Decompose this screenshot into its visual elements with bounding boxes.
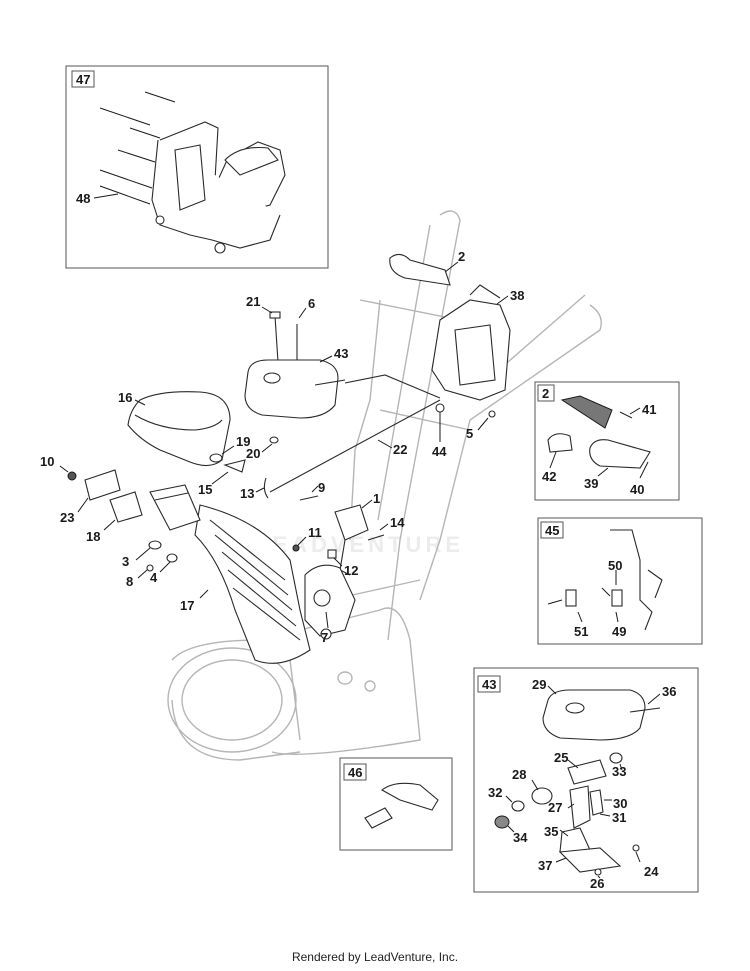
callout-41: 41 xyxy=(642,402,656,417)
small-parts-14-11-12: 14 11 12 xyxy=(292,515,405,578)
callout-24: 24 xyxy=(644,864,659,879)
callout-19: 19 xyxy=(236,434,250,449)
watermark-text: LEADVENTURE xyxy=(255,532,464,557)
callout-7: 7 xyxy=(321,630,328,645)
inset-43: 43 29 36 25 33 28 27 30 31 32 34 35 xyxy=(473,667,699,893)
callout-25: 25 xyxy=(554,750,568,765)
callout-28: 28 xyxy=(512,767,526,782)
callout-1: 1 xyxy=(373,491,380,506)
inset-43-frame xyxy=(473,667,699,893)
callout-27: 27 xyxy=(548,800,562,815)
inset-45-frame xyxy=(537,517,703,645)
callout-37: 37 xyxy=(538,858,552,873)
chute-head xyxy=(149,484,201,531)
callout-49: 49 xyxy=(612,624,626,639)
inset-47: 47 48 xyxy=(65,65,329,269)
inset-2-label: 2 xyxy=(542,386,549,401)
lever-2: 2 xyxy=(389,249,465,286)
gear-housing-7: 7 xyxy=(304,564,356,645)
small-parts-13-9: 13 9 xyxy=(240,477,325,501)
inset-47-frame xyxy=(65,65,329,269)
callout-33: 33 xyxy=(612,764,626,779)
callout-40: 40 xyxy=(630,482,644,497)
callout-38: 38 xyxy=(510,288,524,303)
housing-ghost xyxy=(167,607,421,761)
callout-14: 14 xyxy=(390,515,405,530)
callout-18: 18 xyxy=(86,529,100,544)
inset-46-frame xyxy=(339,757,453,851)
callout-22: 22 xyxy=(393,442,407,457)
callout-36: 36 xyxy=(662,684,676,699)
callout-12: 12 xyxy=(344,563,358,578)
callout-16: 16 xyxy=(118,390,132,405)
callout-4: 4 xyxy=(150,570,158,585)
inset-2: 2 41 42 39 40 xyxy=(534,381,680,501)
screws-48 xyxy=(99,91,176,205)
callout-31: 31 xyxy=(612,810,626,825)
callout-39: 39 xyxy=(584,476,598,491)
small-parts-3-8-4: 3 8 4 xyxy=(122,540,178,589)
inset-2-frame xyxy=(534,381,680,501)
callout-9: 9 xyxy=(318,480,325,495)
footer-credit: Rendered by LeadVenture, Inc. xyxy=(291,950,459,964)
inset-46: 46 xyxy=(339,757,453,851)
screws-21-6: 21 6 xyxy=(246,294,315,363)
callout-42: 42 xyxy=(542,469,556,484)
handle-frame-ghost xyxy=(329,210,602,641)
callout-11: 11 xyxy=(308,525,322,540)
callout-13: 13 xyxy=(240,486,254,501)
callout-10: 10 xyxy=(40,454,54,469)
small-parts-10-23-18: 10 23 18 xyxy=(40,454,143,544)
cable-22: 22 xyxy=(269,374,441,493)
callout-44: 44 xyxy=(432,444,447,459)
callout-32: 32 xyxy=(488,785,502,800)
callout-15: 15 xyxy=(198,482,212,497)
callout-43: 43 xyxy=(334,346,348,361)
callout-17: 17 xyxy=(180,598,194,613)
chute-17: 17 xyxy=(180,504,311,664)
small-parts-44-5: 44 5 xyxy=(432,403,496,459)
callout-26: 26 xyxy=(590,876,604,891)
callout-30: 30 xyxy=(613,796,627,811)
callout-35: 35 xyxy=(544,824,558,839)
callout-5: 5 xyxy=(466,426,473,441)
callout-21: 21 xyxy=(246,294,260,309)
control-housing-38: 38 xyxy=(431,284,524,401)
inset-47-label: 47 xyxy=(76,72,90,87)
callout-29: 29 xyxy=(532,677,546,692)
callout-48: 48 xyxy=(76,191,90,206)
callout-2: 2 xyxy=(458,249,465,264)
callout-34: 34 xyxy=(513,830,528,845)
callout-8: 8 xyxy=(126,574,133,589)
callout-50: 50 xyxy=(608,558,622,573)
callout-20: 20 xyxy=(246,446,260,461)
inset-45: 45 50 51 49 xyxy=(537,517,703,645)
small-parts-19-20-15: 19 20 15 xyxy=(198,434,279,497)
callout-3: 3 xyxy=(122,554,129,569)
inset-43-label: 43 xyxy=(482,677,496,692)
callout-6: 6 xyxy=(308,296,315,311)
deflector-16: 16 xyxy=(118,390,231,467)
inset-46-label: 46 xyxy=(348,765,362,780)
cover-43: 43 xyxy=(244,346,348,419)
callout-23: 23 xyxy=(60,510,74,525)
inset-45-label: 45 xyxy=(545,523,559,538)
callout-51: 51 xyxy=(574,624,588,639)
